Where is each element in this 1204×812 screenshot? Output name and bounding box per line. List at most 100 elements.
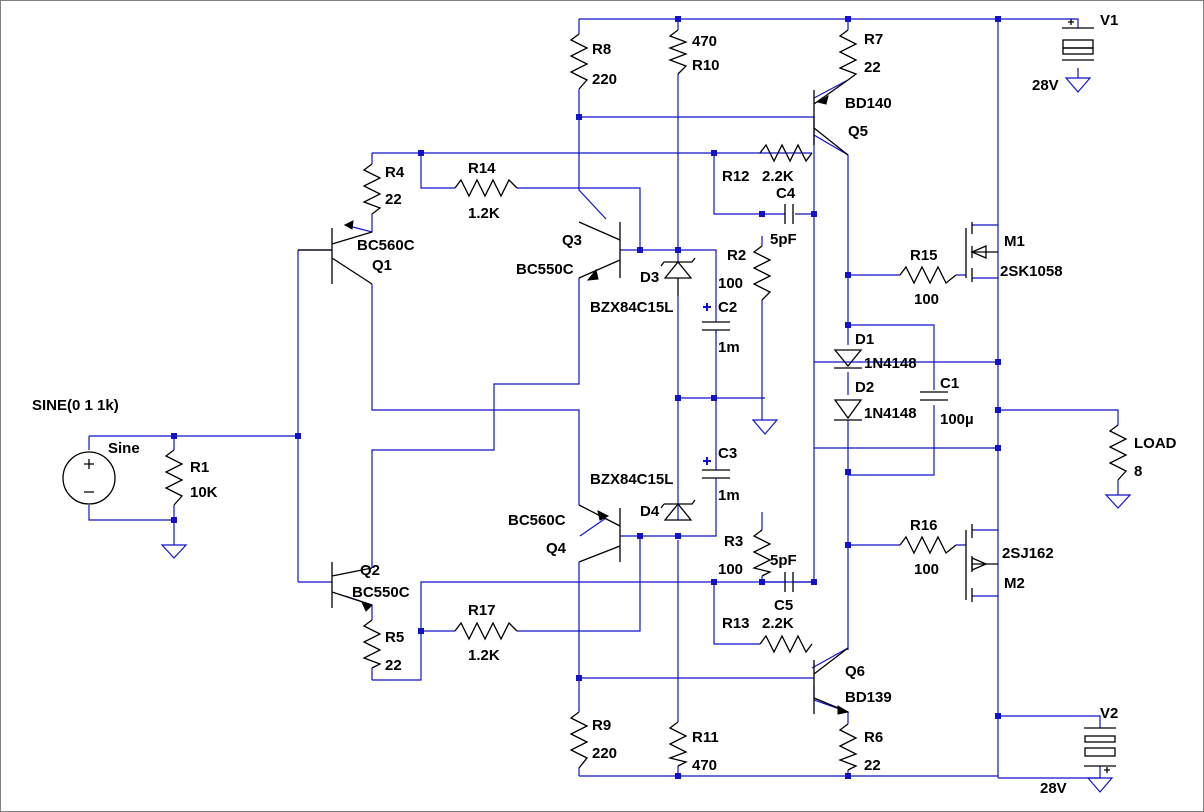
r4-label: R4 [385,164,405,181]
d2-value: 1N4148 [864,405,917,422]
source-spec: SINE(0 1 1k) [32,397,119,414]
r3-label: R3 [724,533,743,550]
r12-label: R12 [722,168,750,185]
d3-zener [660,257,696,279]
r5-resistor [362,619,382,669]
r7-value: 22 [864,59,881,76]
r8-resistor [569,33,589,90]
junction-nodes [171,16,1001,779]
r13-label: R13 [722,615,750,632]
c4-label: C4 [776,185,796,202]
d3-label: D3 [640,269,659,286]
c5-value: 5pF [770,552,797,569]
q5-transistor [813,79,849,156]
r7-resistor [838,29,858,81]
load-label: LOAD [1134,435,1177,452]
c1-value: 100µ [940,411,974,428]
q1-label: Q1 [372,257,392,274]
r1-label: R1 [190,459,209,476]
capacitors [702,204,948,592]
r15-label: R15 [910,247,938,264]
c3-value: 1m [718,487,740,504]
r15-value: 100 [914,291,939,308]
q3-value: BC550C [516,261,574,278]
r3-value: 100 [718,561,743,578]
q3-transistor [578,221,621,279]
r1-resistor [164,449,184,506]
source-name: Sine [108,440,140,457]
d1-label: D1 [855,331,874,348]
c4-value: 5pF [770,231,797,248]
m2-label: M2 [1004,575,1025,592]
m1-value: 2SK1058 [1000,263,1063,280]
v2-battery [1084,727,1116,773]
d4-label: D4 [640,503,660,520]
r4-value: 22 [385,191,402,208]
d1-value: 1N4148 [864,355,917,372]
r5-value: 22 [385,657,402,674]
r1-value: 10K [190,484,218,501]
r5-label: R5 [385,629,404,646]
transistors [298,79,850,715]
c3-label: C3 [718,445,737,462]
r3-resistor [752,529,772,577]
r2-resistor [752,245,772,301]
r15-resistor [899,265,957,285]
r2-label: R2 [727,247,746,264]
ground-mid [751,419,779,435]
mosfets [965,222,998,602]
r12-resistor [759,143,813,163]
r7-label: R7 [864,31,883,48]
ground-load [1104,494,1132,509]
r16-value: 100 [914,561,939,578]
r11-resistor [667,721,688,767]
v2-value: 28V [1040,780,1067,797]
ground-r1 [160,544,188,559]
v1-battery [1062,19,1094,61]
m1-label: M1 [1004,233,1025,250]
c1-label: C1 [940,375,959,392]
r6-resistor [838,723,858,771]
sources [62,19,1116,773]
labels: V1 28V V2 28V SINE(0 1 1k) Sine R1 10K R… [32,12,1177,797]
q3-label: Q3 [562,232,582,249]
load-value: 8 [1134,463,1142,480]
c2-value: 1m [718,339,740,356]
d2-label: D2 [855,379,874,396]
q5-label: Q5 [848,123,868,140]
q2-label: Q2 [360,562,380,579]
c1-capacitor [920,391,948,401]
r2-value: 100 [718,275,743,292]
grounds [160,77,1132,793]
r9-value: 220 [592,745,617,762]
r16-resistor [899,535,957,555]
c2-label: C2 [718,299,737,316]
r17-label: R17 [468,602,496,619]
d4-value: BZX84C15L [590,471,673,488]
r14-value: 1.2K [468,205,500,222]
r14-label: R14 [468,160,496,177]
q1-transistor [298,228,373,285]
c4-capacitor [784,204,794,224]
q1-value: BC560C [357,237,415,254]
r6-label: R6 [864,729,883,746]
r11-value: 470 [692,757,717,774]
v2-label: V2 [1100,705,1118,722]
r10-label: R10 [692,57,720,74]
m2-mosfet [965,524,998,602]
m2-value: 2SJ162 [1002,545,1054,562]
r10-value: 470 [692,33,717,50]
q2-value: BC550C [352,584,410,601]
c3-capacitor [702,469,730,479]
r6-value: 22 [864,757,881,774]
q6-label: Q6 [845,663,865,680]
r12-value: 2.2K [762,168,794,185]
v1-value: 28V [1032,77,1059,94]
d3-value: BZX84C15L [590,299,673,316]
d2-diode [833,399,863,421]
c2-capacitor [702,321,730,331]
r9-label: R9 [592,717,611,734]
